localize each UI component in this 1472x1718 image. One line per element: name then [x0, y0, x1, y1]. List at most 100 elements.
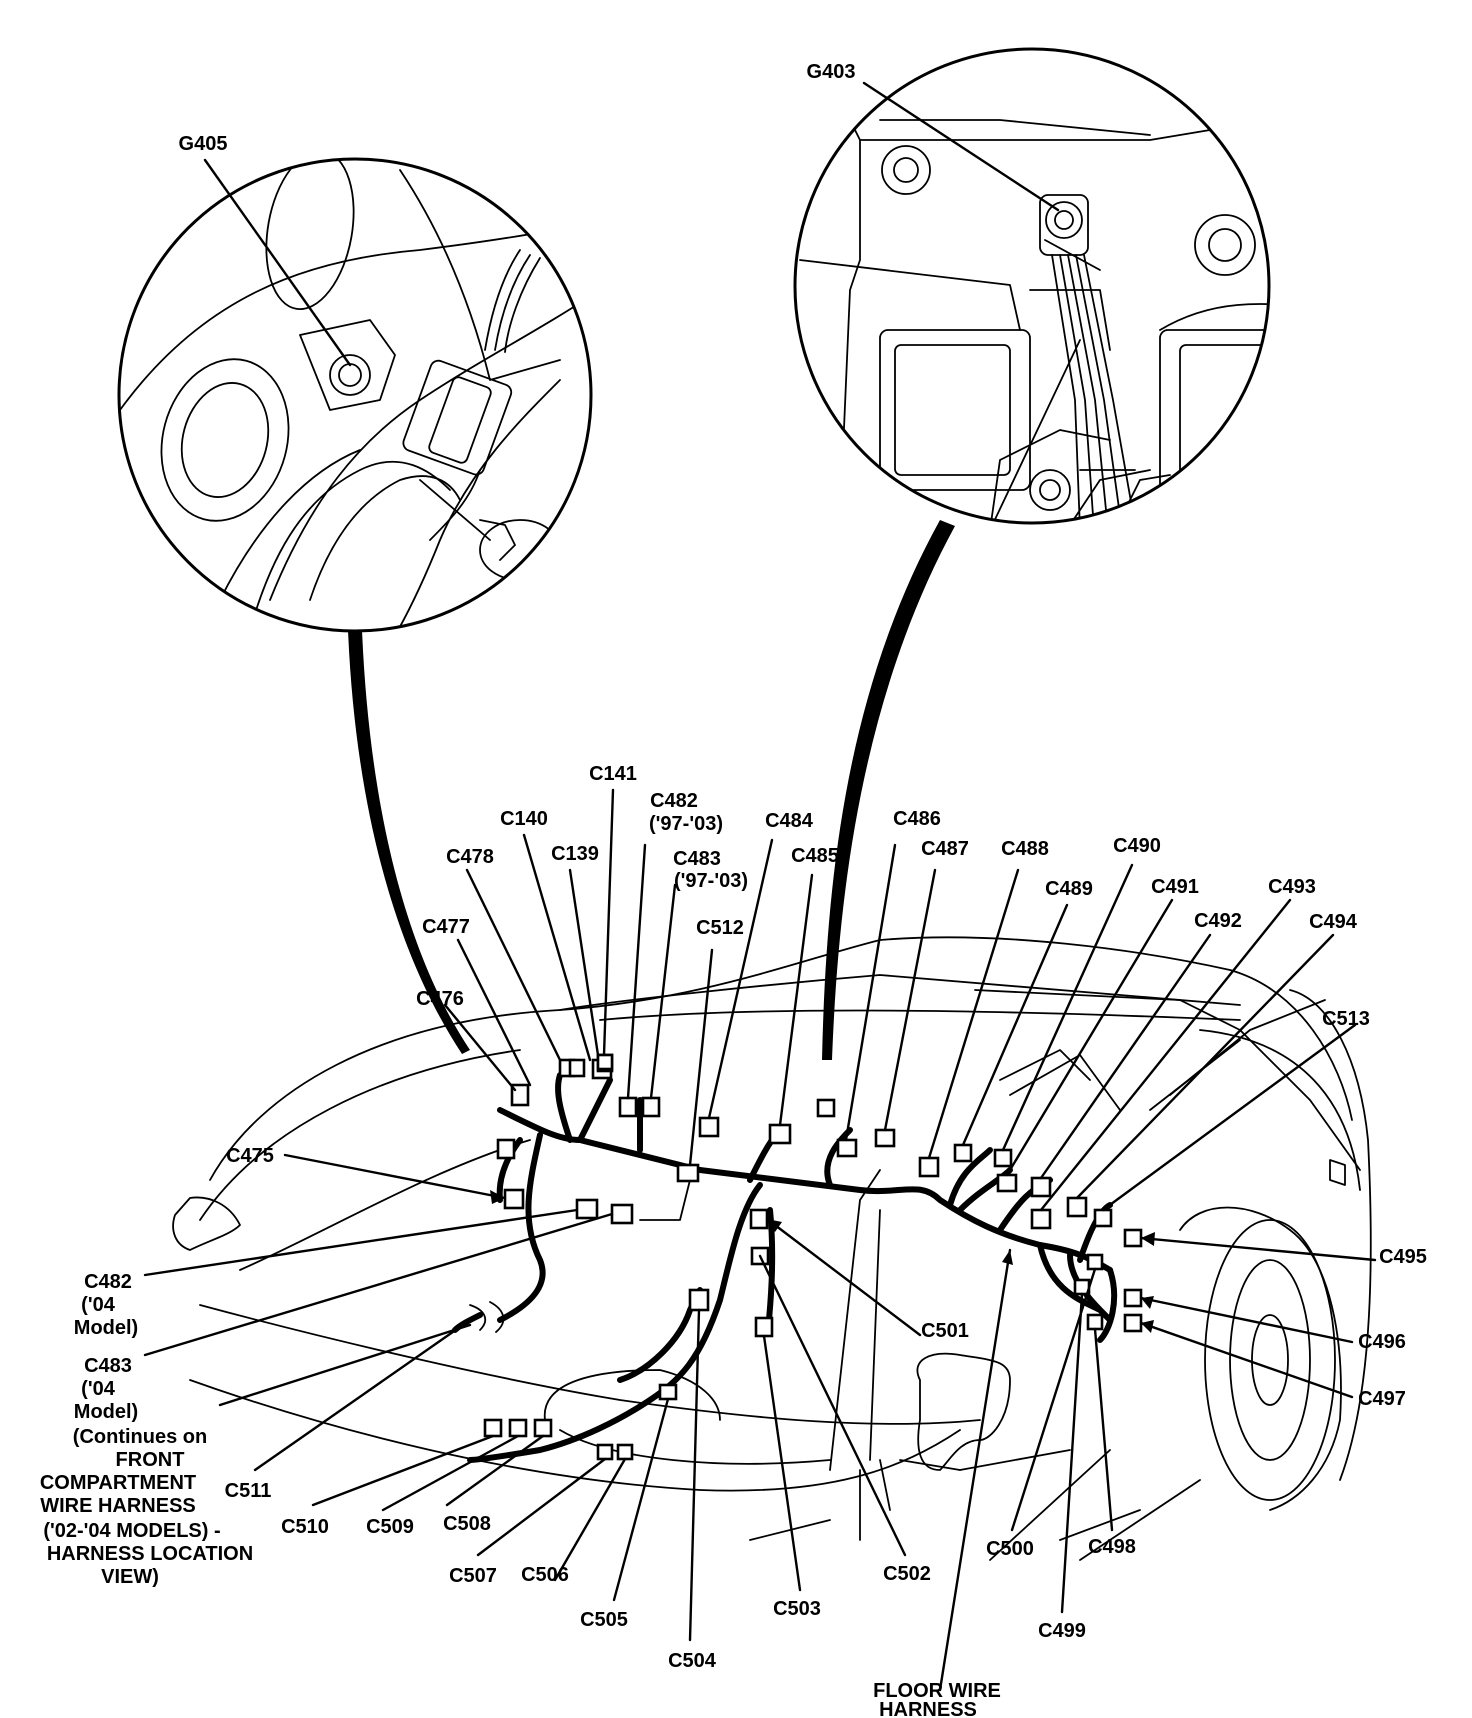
- right-inset-tail: [822, 520, 955, 1060]
- connector-c509: [508, 1418, 528, 1438]
- label-c486: C486: [893, 808, 941, 830]
- note-line-7: VIEW): [101, 1566, 159, 1588]
- label-g405: G405: [179, 133, 228, 155]
- label-c504: C504: [668, 1650, 717, 1672]
- connector-c482-04: [575, 1198, 599, 1220]
- label-c482-97: C482: [650, 790, 698, 812]
- connector-c508: [533, 1418, 553, 1438]
- inset-g405: [117, 157, 593, 633]
- note-line-6: HARNESS LOCATION: [47, 1543, 253, 1565]
- label-c506: C506: [521, 1564, 569, 1586]
- label-c508: C508: [443, 1513, 491, 1535]
- label-c483-97-years: ('97-'03): [674, 870, 748, 892]
- label-c489: C489: [1045, 878, 1093, 900]
- label-c482-04-line2: ('04: [81, 1294, 116, 1316]
- label-c507: C507: [449, 1565, 497, 1587]
- connector-c494: [1066, 1196, 1088, 1218]
- connector-c497: [1123, 1313, 1143, 1333]
- connector-c486: [816, 1098, 836, 1118]
- connector-c475b: [496, 1138, 516, 1160]
- connector-c485: [768, 1123, 792, 1145]
- label-c483-04-line3: Model): [74, 1401, 138, 1423]
- label-c503: C503: [773, 1598, 821, 1620]
- label-c485: C485: [791, 845, 839, 867]
- label-c501: C501: [921, 1320, 969, 1342]
- label-c484: C484: [765, 810, 814, 832]
- label-c495: C495: [1379, 1246, 1427, 1268]
- label-c491: C491: [1151, 876, 1199, 898]
- connector-c496: [1123, 1288, 1143, 1308]
- note-line-5: ('02-'04 MODELS) -: [43, 1520, 220, 1542]
- label-c511: C511: [225, 1480, 272, 1502]
- label-c492: C492: [1194, 910, 1242, 932]
- connector-c500: [1086, 1253, 1104, 1271]
- label-c494: C494: [1309, 911, 1358, 933]
- label-c509: C509: [366, 1516, 414, 1538]
- left-inset-tail: [348, 630, 470, 1054]
- connector-c483-04: [610, 1203, 634, 1225]
- label-c513: C513: [1322, 1008, 1370, 1030]
- connector-c478: [568, 1058, 586, 1078]
- label-c139: C139: [551, 843, 599, 865]
- connector-c505: [658, 1383, 678, 1401]
- label-c476: C476: [416, 988, 464, 1010]
- label-c493: C493: [1268, 876, 1316, 898]
- connector-c506: [616, 1443, 634, 1461]
- label-c141: C141: [589, 763, 637, 785]
- label-c497: C497: [1358, 1388, 1406, 1410]
- note-line-3: COMPARTMENT: [40, 1472, 196, 1494]
- connector-c475: [503, 1188, 525, 1210]
- label-c498: C498: [1088, 1536, 1136, 1558]
- label-c140: C140: [500, 808, 548, 830]
- label-c500: C500: [986, 1538, 1034, 1560]
- connector-c504: [688, 1288, 710, 1312]
- connector-c488: [918, 1156, 940, 1178]
- label-c496: C496: [1358, 1331, 1406, 1353]
- connector-c510: [483, 1418, 503, 1438]
- connector-c484: [698, 1116, 720, 1138]
- label-c505: C505: [580, 1609, 628, 1631]
- label-c499: C499: [1038, 1620, 1086, 1642]
- note-line-4: WIRE HARNESS: [40, 1495, 196, 1517]
- label-c483-04-line2: ('04: [81, 1378, 116, 1400]
- label-c482-97-years: ('97-'03): [649, 813, 723, 835]
- connector-c503: [754, 1316, 774, 1338]
- label-c487: C487: [921, 838, 969, 860]
- connector-c486b: [836, 1138, 858, 1158]
- connector-c495: [1123, 1228, 1143, 1248]
- vehicle-outline: [172, 936, 1372, 1561]
- leader-lines: [143, 81, 1377, 1692]
- label-floor-harness-line1: FLOOR WIRE: [873, 1680, 1001, 1702]
- connector-c501: [749, 1208, 769, 1230]
- connector-c490: [993, 1148, 1013, 1168]
- label-c475: C475: [226, 1145, 274, 1167]
- connector-c483-97: [641, 1096, 661, 1118]
- inset-g403: [793, 47, 1271, 525]
- label-c482-04: C482: [84, 1271, 132, 1293]
- connector-c489: [953, 1143, 973, 1163]
- connector-c141: [596, 1053, 614, 1071]
- label-floor-harness-line2: HARNESS: [879, 1699, 977, 1718]
- note-line-2: FRONT: [116, 1449, 185, 1471]
- connector-c512: [676, 1163, 700, 1183]
- connector-c498: [1086, 1313, 1104, 1331]
- connector-c492: [1030, 1176, 1052, 1198]
- label-c510: C510: [281, 1516, 329, 1538]
- connector-c507: [596, 1443, 614, 1461]
- label-g403: G403: [807, 61, 856, 83]
- label-c482-04-line3: Model): [74, 1317, 138, 1339]
- label-c483-04: C483: [84, 1355, 132, 1377]
- connector-c491: [996, 1173, 1018, 1193]
- label-c483-97: C483: [673, 848, 721, 870]
- label-c502: C502: [883, 1563, 931, 1585]
- label-c512: C512: [696, 917, 744, 939]
- note-line-1: (Continues on: [73, 1426, 207, 1448]
- label-c477: C477: [422, 916, 470, 938]
- connector-c493: [1030, 1208, 1052, 1230]
- label-c490: C490: [1113, 835, 1161, 857]
- connector-c513: [1093, 1208, 1113, 1228]
- connector-c482-97: [618, 1096, 638, 1118]
- labels: G405 G403 C141 C140 C139 C478 C477 C476 …: [40, 61, 1427, 1718]
- label-c488: C488: [1001, 838, 1049, 860]
